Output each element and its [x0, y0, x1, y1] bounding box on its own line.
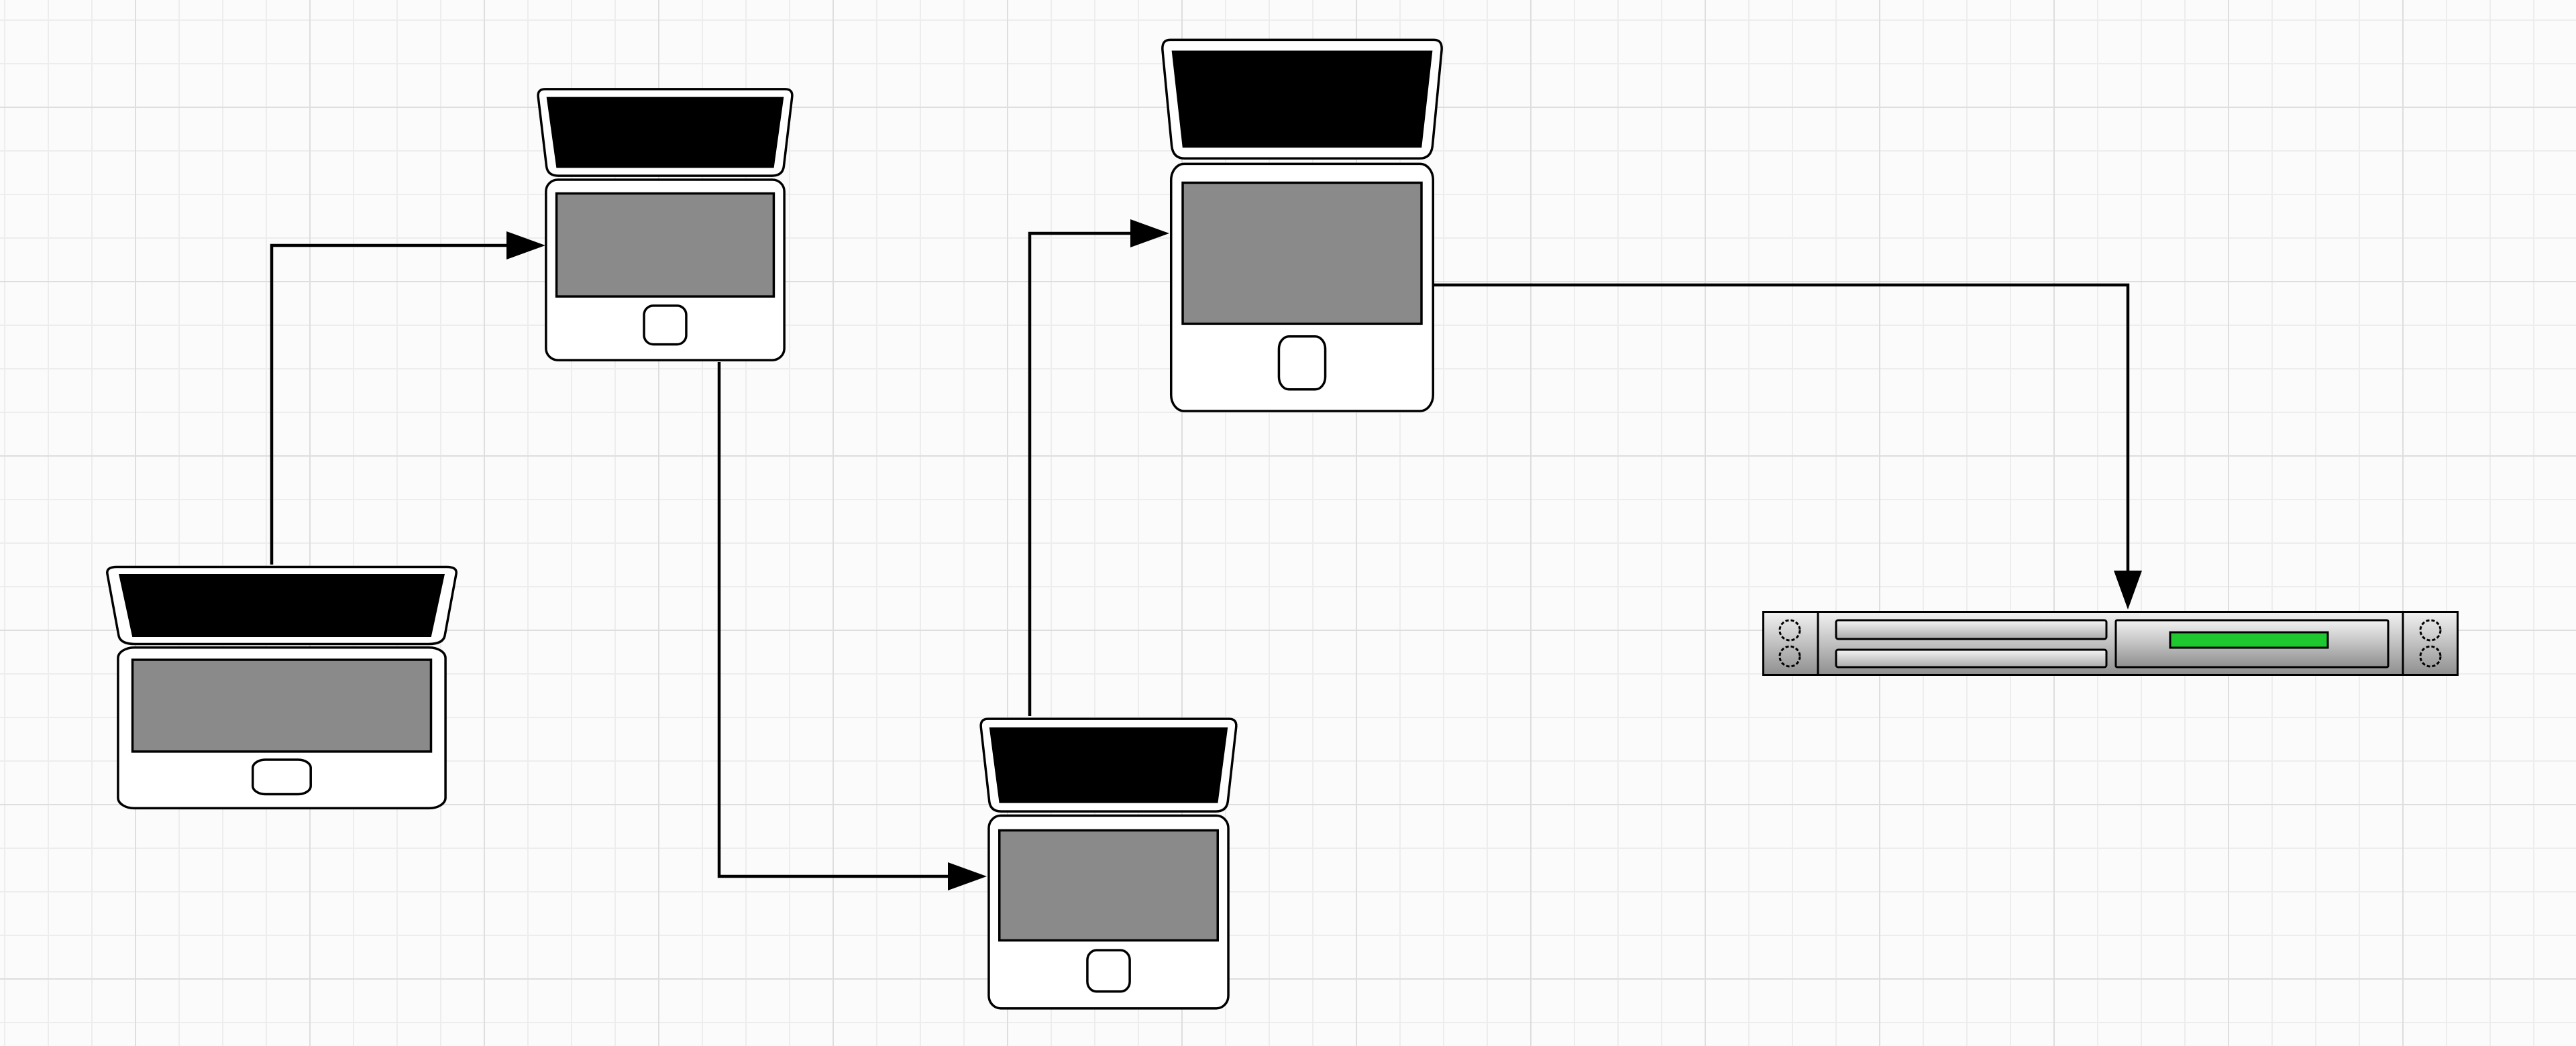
edges-layer: [270, 219, 2142, 890]
edge-laptop4-laptop3[interactable]: [1028, 219, 1169, 716]
edge-laptop1-laptop2-line[interactable]: [270, 243, 508, 565]
arrowhead-icon: [2114, 571, 2142, 609]
arrowhead-icon: [506, 231, 545, 259]
laptop-1-node[interactable]: [107, 567, 456, 808]
edge-laptop4-laptop3-line[interactable]: [1028, 231, 1132, 716]
nodes-layer: [107, 40, 2459, 1008]
arrowhead-icon: [1130, 219, 1169, 247]
edge-laptop2-laptop4[interactable]: [717, 362, 987, 890]
arrowhead-icon: [948, 862, 987, 890]
edge-laptop2-laptop4-line[interactable]: [717, 362, 950, 878]
rack-server-1-node[interactable]: [1762, 611, 2459, 676]
laptop-4-node[interactable]: [981, 719, 1236, 1008]
laptop-2-node[interactable]: [538, 89, 792, 360]
edge-laptop3-server-line[interactable]: [1422, 283, 2130, 573]
edge-laptop3-server[interactable]: [1422, 283, 2142, 609]
edge-laptop1-laptop2[interactable]: [270, 231, 545, 565]
laptop-3-node[interactable]: [1163, 40, 1442, 411]
